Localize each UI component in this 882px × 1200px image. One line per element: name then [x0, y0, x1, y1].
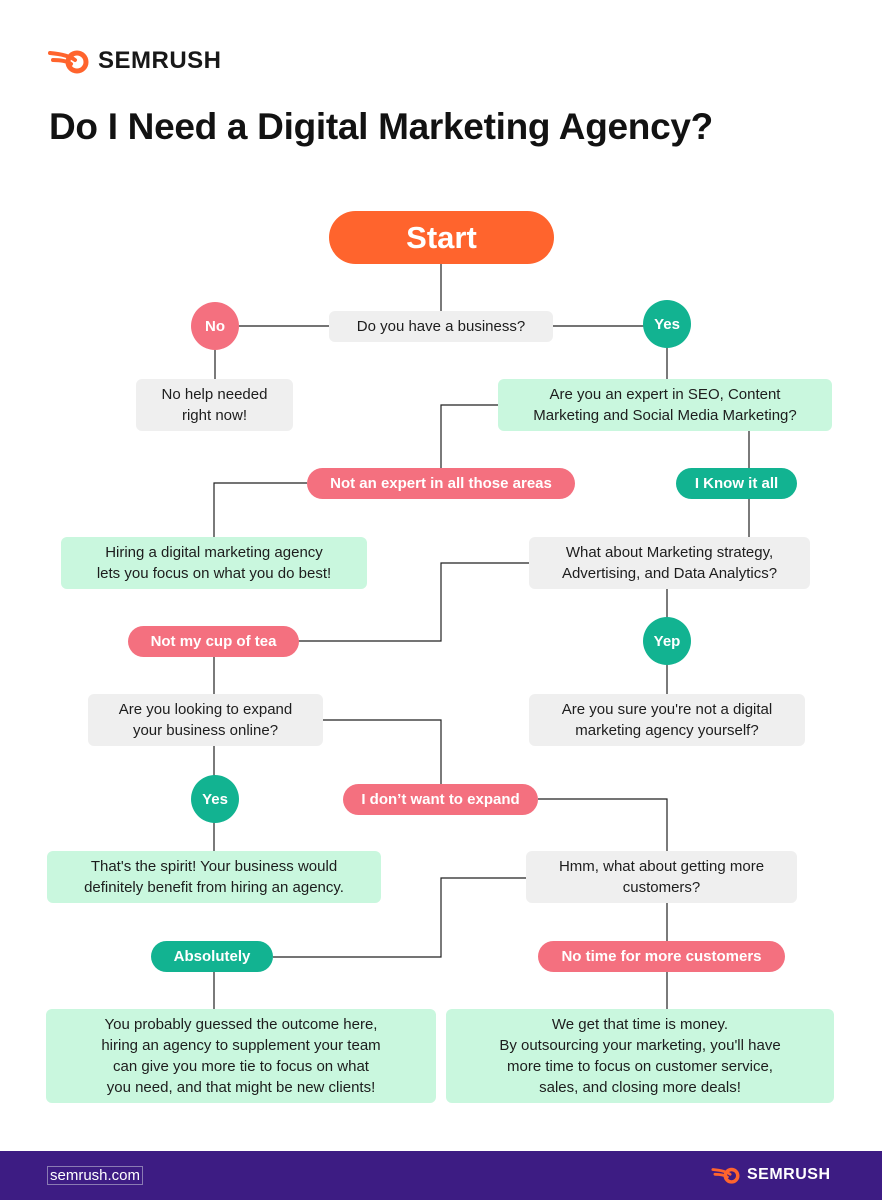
- result-hire-agency: Hiring a digital marketing agency lets y…: [61, 537, 367, 589]
- connector-noexpand-customers: [538, 798, 668, 851]
- answer-not-my-cup-of-tea: Not my cup of tea: [128, 626, 299, 657]
- brand-name: SEMRUSH: [98, 47, 222, 74]
- result-no-help-needed: No help needed right now!: [136, 379, 293, 431]
- footer-bar: semrush.com SEMRUSH: [0, 1151, 882, 1200]
- footer-brand: SEMRUSH: [711, 1166, 831, 1184]
- start-node: Start: [329, 211, 554, 264]
- result-time-is-money: We get that time is money. By outsourcin…: [446, 1009, 834, 1103]
- result-thats-the-spirit: That's the spirit! Your business would d…: [47, 851, 381, 903]
- result-guessed-outcome: You probably guessed the outcome here, h…: [46, 1009, 436, 1103]
- answer-yes-circle: Yes: [643, 300, 691, 348]
- question-marketing-strategy: What about Marketing strategy, Advertisi…: [529, 537, 810, 589]
- answer-absolutely: Absolutely: [151, 941, 273, 972]
- question-are-you-sure: Are you sure you're not a digital market…: [529, 694, 805, 746]
- answer-not-expert: Not an expert in all those areas: [307, 468, 575, 499]
- answer-yes-circle-expand: Yes: [191, 775, 239, 823]
- question-seo-expert: Are you an expert in SEO, Content Market…: [498, 379, 832, 431]
- question-more-customers: Hmm, what about getting more customers?: [526, 851, 797, 903]
- answer-dont-want-to-expand: I don’t want to expand: [343, 784, 538, 815]
- question-have-business: Do you have a business?: [329, 311, 553, 342]
- answer-know-it-all: I Know it all: [676, 468, 797, 499]
- page-title: Do I Need a Digital Marketing Agency?: [49, 106, 713, 147]
- answer-no-circle: No: [191, 302, 239, 350]
- answer-no-time-for-customers: No time for more customers: [538, 941, 785, 972]
- semrush-logo-icon: [48, 50, 89, 74]
- semrush-logo-icon: [711, 1167, 740, 1184]
- connector-expand-noexpand: [322, 719, 442, 785]
- connector-notexpert-hire: [213, 482, 307, 537]
- footer-brand-name: SEMRUSH: [747, 1166, 831, 1183]
- footer-website-link[interactable]: semrush.com: [47, 1166, 144, 1185]
- brand-header: SEMRUSH: [48, 47, 222, 75]
- question-expand-online: Are you looking to expand your business …: [88, 694, 323, 746]
- connector-expert-notexpert: [440, 404, 498, 469]
- answer-yep-circle: Yep: [643, 617, 691, 665]
